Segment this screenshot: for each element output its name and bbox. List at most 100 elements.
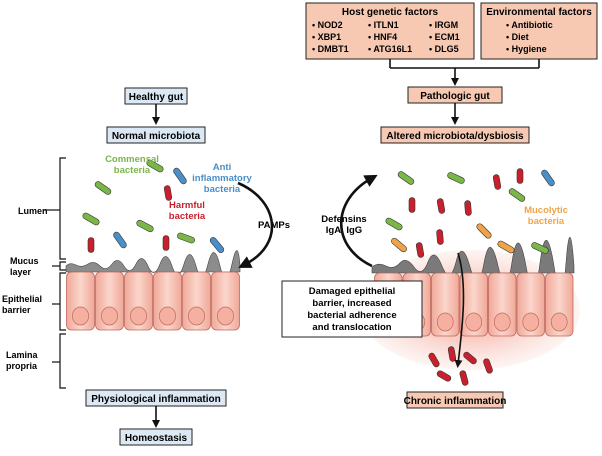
host-genetic-factors-box: Host genetic factors • NOD2 • XBP1 • DMB… [305, 2, 475, 60]
chronic-inflammation-label: Chronic inflammation [404, 396, 507, 407]
altered-microbiota-label: Altered microbiota/dysbiosis [386, 131, 524, 142]
commensal-bacterium [136, 219, 154, 233]
mucolytic-label-1: Mucolytic [524, 205, 568, 216]
pamps-label: PAMPs [258, 220, 290, 231]
harmful-bacterium [483, 358, 493, 374]
damaged-barrier-box [281, 280, 423, 338]
env-antibiotic: • Antibiotic [506, 20, 553, 30]
anti-inflammatory-bacterium [113, 231, 127, 249]
harmful-bacterium [87, 237, 95, 253]
harmful-bacterium [459, 370, 469, 386]
altered-microbiota-box [380, 126, 530, 144]
harmful-bacterium [163, 185, 173, 201]
healthy-cell-nucleus [159, 306, 176, 326]
layer-brackets [44, 157, 66, 389]
physiological-inflammation-label: Physiological inflammation [91, 394, 220, 405]
layer-labels: Lumen Mucus layer Epithelial barrier Lam… [2, 206, 48, 371]
anti-inflammatory-label-2: inflammatory [192, 173, 252, 184]
harmful-bacterium [464, 200, 472, 216]
harmful-bacterium [436, 229, 444, 245]
harmful-label-1: Harmful [169, 200, 205, 211]
mucolytic-bacterium [497, 240, 515, 254]
bacteria-layer [82, 159, 555, 386]
homeostasis-box [119, 428, 193, 446]
commensal-bacterium [385, 217, 403, 231]
harmful-bacterium [463, 351, 477, 365]
harmful-label-2: bacteria [169, 211, 206, 222]
gene-xbp1: • XBP1 [312, 32, 341, 42]
harmful-bacterium [436, 370, 452, 382]
healthy-cell-nucleus [72, 306, 89, 326]
homeostasis-label: Homeostasis [125, 433, 188, 444]
pathologic-gut-label: Pathologic gut [420, 91, 490, 102]
gene-ecm1: • ECM1 [429, 32, 460, 42]
anti-inflammatory-label-3: bacteria [204, 184, 241, 195]
harmful-bacterium [436, 198, 446, 214]
damaged-label-2: barrier, increased [312, 298, 391, 309]
gene-dmbt1: • DMBT1 [312, 44, 349, 54]
harmful-bacterium [415, 242, 425, 258]
harmful-bacterium [447, 346, 457, 362]
healthy-epithelial-cells [66, 271, 240, 331]
gene-dlg5: • DLG5 [429, 44, 459, 54]
commensal-bacterium [82, 212, 100, 226]
commensal-bacterium [397, 171, 415, 185]
anti-inflammatory-bacterium [173, 167, 187, 185]
damaged-cell-nucleus [493, 312, 511, 332]
anti-inflammatory-bacterium [541, 169, 555, 187]
damaged-cell-nucleus [550, 312, 568, 332]
healthy-mucus-layer [65, 250, 241, 279]
anti-inflammatory-label-1: Anti [213, 162, 231, 173]
lamina-label-1: Lamina [6, 350, 39, 360]
mucolytic-label-2: bacteria [528, 216, 565, 227]
commensal-bacterium [508, 188, 526, 202]
commensal-label-1: Commensal [105, 154, 159, 165]
environmental-title: Environmental factors [486, 7, 592, 18]
commensal-bacterium [447, 172, 465, 184]
commensal-bacterium [146, 159, 164, 173]
mucolytic-bacterium [476, 223, 492, 239]
host-genetic-title: Host genetic factors [342, 7, 439, 18]
damaged-label-4: and translocation [312, 322, 391, 333]
healthy-cell-nucleus [217, 306, 234, 326]
env-diet: • Diet [506, 32, 529, 42]
epithelial-label-2: barrier [2, 305, 31, 315]
defensins-label-1: Defensins [321, 214, 366, 225]
right-labels: Defensins IgA, IgG Mucolytic bacteria [321, 205, 568, 236]
harmful-bacterium [162, 235, 170, 251]
environmental-factors-box: Environmental factors • Antibiotic • Die… [480, 2, 598, 60]
healthy-cell-nucleus [101, 306, 118, 326]
lumen-label: Lumen [18, 206, 48, 216]
gene-atg16l1: • ATG16L1 [368, 44, 412, 54]
gene-itln1: • ITLN1 [368, 20, 399, 30]
anti-inflammatory-bacterium [209, 237, 225, 253]
commensal-bacterium [94, 181, 112, 195]
env-hygiene: • Hygiene [506, 44, 547, 54]
damaged-cell-nucleus [465, 312, 483, 332]
healthy-cell-nucleus [188, 306, 205, 326]
gene-hnf4: • HNF4 [368, 32, 397, 42]
harmful-bacterium [408, 197, 416, 213]
commensal-bacterium [531, 242, 549, 254]
pamps-curved-arrow [237, 181, 274, 268]
mucus-label-2: layer [10, 267, 32, 277]
chronic-inflammation-box [406, 391, 504, 409]
harmful-bacterium [492, 174, 502, 190]
left-bacteria-labels: Commensal bacteria Anti inflammatory bac… [105, 154, 252, 222]
healthy-epithelium [65, 250, 241, 331]
commensal-bacterium [177, 232, 195, 244]
translocation-arrow [454, 252, 465, 368]
mucolytic-bacterium [391, 237, 407, 253]
gene-nod2: • NOD2 [312, 20, 343, 30]
commensal-label-2: bacteria [114, 165, 151, 176]
factor-connector [389, 59, 540, 86]
epithelial-label-1: Epithelial [2, 294, 42, 304]
harmful-bacterium [428, 352, 440, 368]
defensins-label-2: IgA, IgG [326, 225, 362, 236]
damaged-cell-nucleus [436, 312, 454, 332]
lamina-label-2: propria [6, 361, 38, 371]
damaged-cell-nucleus [522, 312, 540, 332]
damaged-label-1: Damaged epithelial [309, 286, 396, 297]
defensins-curved-arrow [339, 174, 378, 268]
